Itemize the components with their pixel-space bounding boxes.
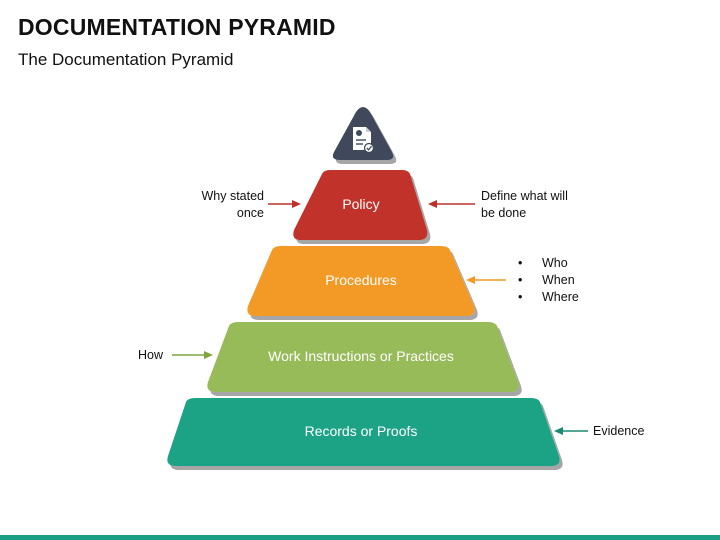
procedures-bullet-list: Who When Where — [516, 255, 579, 306]
page-title: DOCUMENTATION PYRAMID — [18, 14, 336, 40]
tier-procedures: Procedures — [247, 246, 475, 316]
annotation-why-stated-once: Why stated once — [201, 189, 264, 220]
annotation-evidence: Evidence — [593, 424, 645, 438]
page-subtitle: The Documentation Pyramid — [18, 50, 234, 69]
annotation-define-what-will-be-done: Define what will be done — [481, 189, 568, 220]
arrow-policy-left — [268, 200, 301, 208]
arrow-work-left — [172, 351, 213, 359]
tier-work-instructions: Work Instructions or Practices — [207, 322, 519, 392]
annotation-how: How — [138, 348, 164, 362]
tier-policy: Policy — [293, 170, 428, 240]
tier-records: Records or Proofs — [167, 398, 560, 466]
document-check-icon — [353, 127, 375, 154]
arrow-policy-right — [428, 200, 475, 208]
tier-label-work-instructions: Work Instructions or Practices — [268, 348, 454, 364]
arrow-procedures-right — [466, 276, 506, 284]
bullet-who: Who — [516, 255, 579, 272]
tier-label-policy: Policy — [342, 196, 379, 212]
bullet-when: When — [516, 272, 579, 289]
bottom-accent-bar — [0, 535, 720, 540]
arrow-records-right — [554, 427, 588, 435]
tier-label-procedures: Procedures — [325, 272, 397, 288]
bullet-where: Where — [516, 289, 579, 306]
tier-label-records: Records or Proofs — [305, 423, 418, 439]
